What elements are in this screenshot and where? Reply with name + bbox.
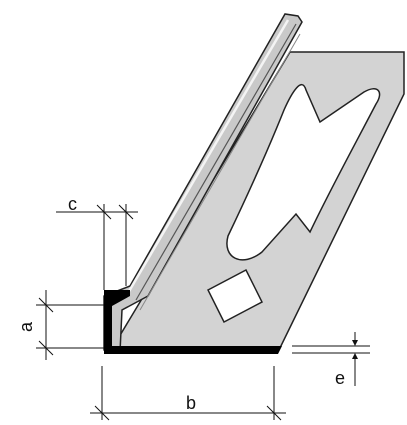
- dimension-b-label: b: [186, 393, 196, 413]
- dimension-e-label: e: [335, 368, 345, 388]
- dimension-a: a: [16, 290, 104, 360]
- rail-groove: [135, 23, 297, 301]
- dimension-e-arrow-up: [352, 353, 358, 359]
- square-hole: [207, 268, 263, 324]
- dimension-e-arrow-down: [352, 340, 358, 346]
- rail-highlight: [126, 19, 290, 294]
- dimension-b: b: [90, 366, 286, 421]
- zigzag-cutout: [226, 83, 381, 261]
- cross-section-profile: [104, 290, 282, 354]
- rail-groove-lower: [139, 33, 301, 311]
- dimension-c-label: c: [68, 194, 77, 214]
- dimension-c: c: [56, 194, 138, 290]
- dimension-e: e: [292, 332, 370, 388]
- dimension-a-label: a: [16, 321, 36, 332]
